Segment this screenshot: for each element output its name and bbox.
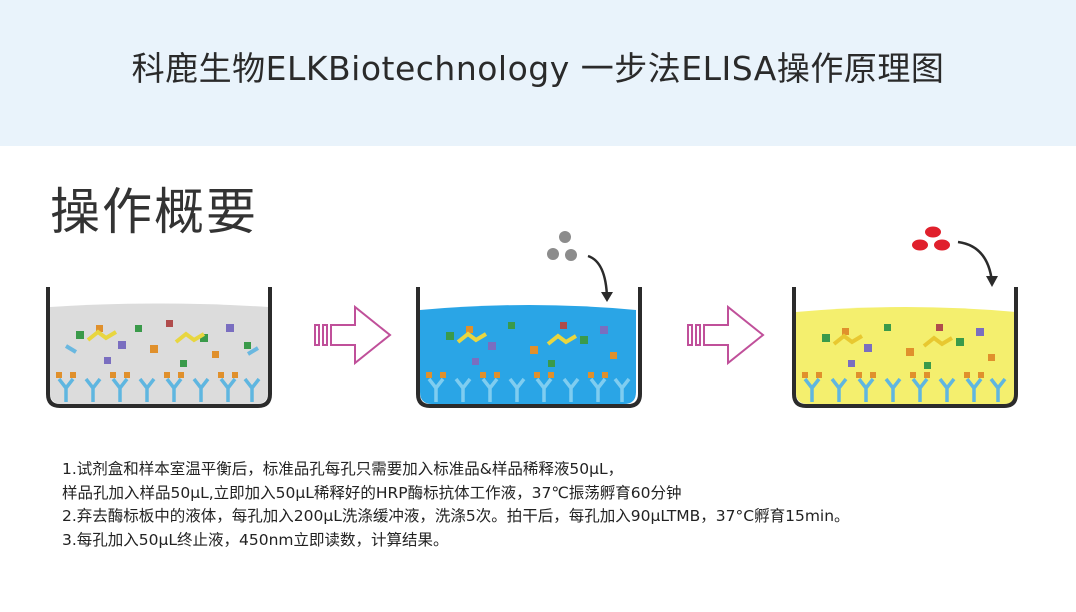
stop-solution-drops	[912, 226, 950, 251]
process-arrow-2	[687, 304, 765, 366]
well-1-wall	[46, 287, 272, 408]
well-2-liquid	[420, 305, 636, 404]
add-arrow-2-head	[986, 276, 998, 287]
well-1-liquid	[50, 303, 268, 404]
header-banner: 科鹿生物ELKBiotechnology 一步法ELISA操作原理图	[0, 0, 1076, 146]
step-line-1: 1.试剂盒和样本室温平衡后，标准品孔每孔只需要加入标准品&样品稀释液50μL，	[62, 460, 624, 478]
step-line-3: 2.弃去酶标板中的液体，每孔加入200μL洗涤缓冲液，洗涤5次。拍干后，每孔加入…	[62, 507, 850, 525]
well-3	[792, 226, 1018, 408]
well-1-molecules	[64, 320, 260, 367]
well-1-capture-antibodies	[56, 372, 261, 402]
step-line-4: 3.每孔加入50μL终止液，450nm立即读数，计算结果。	[62, 530, 449, 549]
step-line-2: 样品孔加入样品50μL,立即加入50μL稀释好的HRP酶标抗体工作液，37℃振荡…	[62, 483, 682, 502]
well-1	[46, 287, 272, 408]
add-arrow-1	[587, 254, 609, 299]
well-2-molecules	[446, 322, 617, 367]
section-heading: 操作概要	[50, 183, 258, 241]
well-3-capture-antibodies	[802, 372, 1007, 402]
well-2-wall	[416, 287, 642, 408]
well-3-wall	[792, 287, 1018, 408]
well-3-molecules	[822, 324, 995, 369]
well-2-capture-antibodies	[426, 372, 631, 402]
tmb-drops	[547, 231, 577, 261]
process-arrow-1	[314, 304, 392, 366]
well-2	[416, 231, 642, 408]
elisa-diagram	[46, 226, 1018, 408]
page-title: 科鹿生物ELKBiotechnology 一步法ELISA操作原理图	[131, 49, 945, 88]
add-arrow-1-head	[601, 292, 613, 302]
procedure-steps: 1.试剂盒和样本室温平衡后，标准品孔每孔只需要加入标准品&样品稀释液50μL， …	[62, 458, 1052, 552]
